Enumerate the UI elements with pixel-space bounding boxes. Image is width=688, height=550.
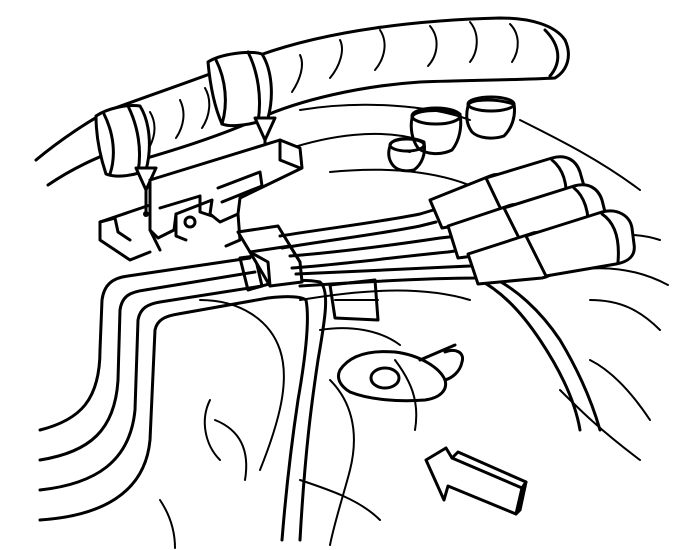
spark-plug-boots bbox=[428, 155, 636, 286]
hose-clamp-upper bbox=[206, 50, 277, 165]
vacuum-caps bbox=[387, 95, 516, 173]
fuel-lines bbox=[38, 254, 328, 542]
view-direction-arrow bbox=[424, 446, 528, 516]
spark-plug-wires bbox=[278, 206, 602, 432]
hose-clamp-lower bbox=[94, 104, 158, 217]
mounting-bracket bbox=[98, 138, 304, 262]
